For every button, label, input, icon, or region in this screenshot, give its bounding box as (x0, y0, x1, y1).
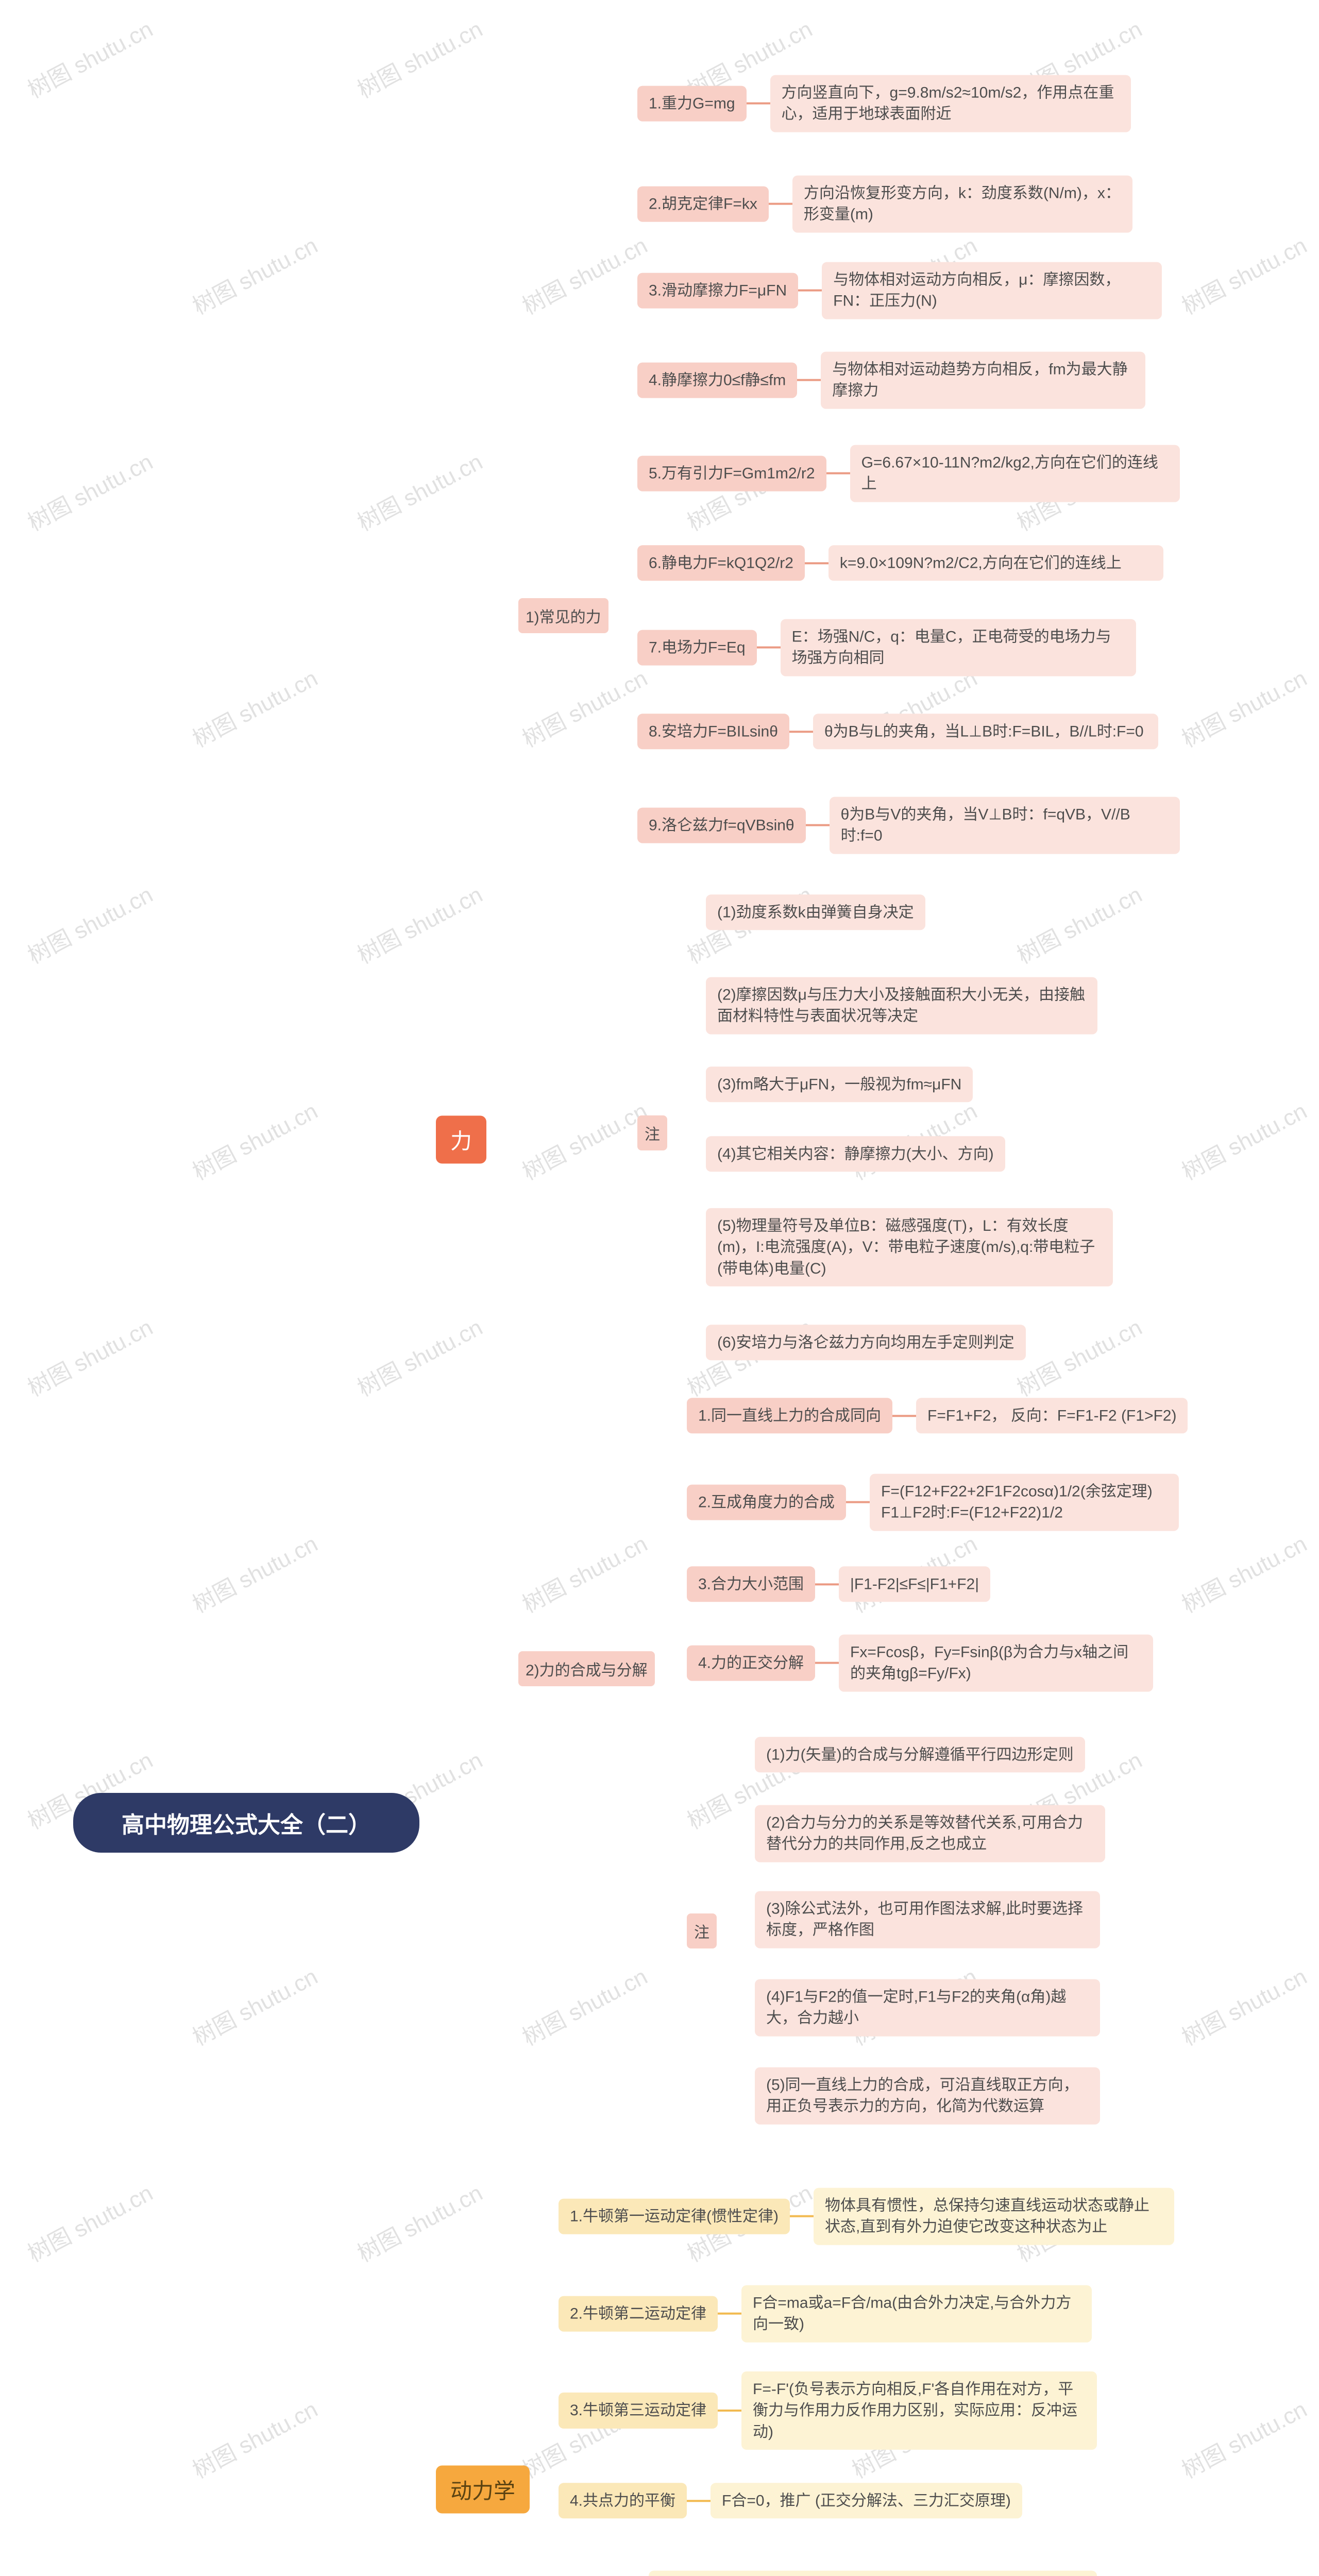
g1-row4-desc[interactable]: 与物体相对运动趋势方向相反，fm为最大静摩擦力 (821, 351, 1146, 409)
g2-row1-link (892, 1414, 917, 1417)
g1-row8-link (789, 730, 813, 733)
d-row1-label[interactable]: 1.牛顿第一运动定律(惯性定律) (559, 2198, 790, 2234)
g1-row6: 6.静电力F=kQ1Q2/r2 k=9.0×109N?m2/C2,方向在它们的连… (637, 545, 1163, 581)
d-row3-desc[interactable]: F=-F'(负号表示方向相反,F'各自作用在对方，平衡力与作用力反作用力区别，实… (741, 2371, 1097, 2450)
note1-row6: (6)安培力与洛仑兹力方向均用左手定则判定 (706, 1325, 1026, 1361)
note1-row4: (4)其它相关内容：静摩擦力(大小、方向) (706, 1136, 1005, 1172)
g2-row3-label[interactable]: 3.合力大小范围 (687, 1566, 816, 1602)
g2-row3-link (815, 1583, 839, 1585)
d-row3-label[interactable]: 3.牛顿第三运动定律 (559, 2393, 718, 2429)
d-row2-link (718, 2313, 742, 2315)
g1-row6-label[interactable]: 6.静电力F=kQ1Q2/r2 (637, 545, 805, 581)
note1-item3[interactable]: (3)fm略大于μFN，一般视为fm≈μFN (706, 1066, 973, 1103)
g2-row1: 1.同一直线上力的合成同向 F=F1+F2， 反向：F=F1-F2 (F1>F2… (687, 1398, 1188, 1434)
g1-row1-label[interactable]: 1.重力G=mg (637, 86, 747, 122)
g1-row3-desc[interactable]: 与物体相对运动方向相反，μ：摩擦因数，FN：正压力(N) (822, 262, 1162, 319)
g1-row3: 3.滑动摩擦力F=μFN 与物体相对运动方向相反，μ：摩擦因数，FN：正压力(N… (637, 262, 1162, 319)
g1-row7-desc[interactable]: E：场强N/C，q：电量C，正电荷受的电场力与场强方向相同 (780, 619, 1136, 676)
d-row2: 2.牛顿第二运动定律 F合=ma或a=F合/ma(由合外力决定,与合外力方向一致… (559, 2285, 1092, 2343)
sub-common[interactable]: 1)常见的力 (518, 598, 608, 633)
g1-row4-label[interactable]: 4.静摩擦力0≤f静≤fm (637, 362, 798, 398)
g2-row2-desc[interactable]: F=(F12+F22+2F1F2cosα)1/2(余弦定理) F1⊥F2时:F=… (870, 1473, 1179, 1531)
note2-item4[interactable]: (4)F1与F2的值一定时,F1与F2的夹角(α角)越大，合力越小 (755, 1979, 1100, 2037)
d-row2-desc[interactable]: F合=ma或a=F合/ma(由合外力决定,与合外力方向一致) (741, 2285, 1092, 2343)
note1-item2[interactable]: (2)摩擦因数μ与压力大小及接触面积大小无关，由接触面材料特性与表面状况等决定 (706, 977, 1097, 1035)
g1-row4: 4.静摩擦力0≤f静≤fm 与物体相对运动趋势方向相反，fm为最大静摩擦力 (637, 351, 1146, 409)
note1-item1[interactable]: (1)劲度系数k由弹簧自身决定 (706, 894, 925, 930)
note2-row2: (2)合力与分力的关系是等效替代关系,可用合力替代分力的共同作用,反之也成立 (755, 1805, 1105, 1862)
g2-row2-link (846, 1501, 870, 1503)
branch-dyn[interactable]: 动力学 (436, 2465, 530, 2514)
note1-item4[interactable]: (4)其它相关内容：静摩擦力(大小、方向) (706, 1136, 1005, 1172)
g1-row2-link (768, 203, 792, 205)
g1-row6-desc[interactable]: k=9.0×109N?m2/C2,方向在它们的连线上 (828, 545, 1163, 581)
d-row5: 5.超重 FN>G，失重：FN<g p="" {加速度方向向下，均失重，加速度方… (559, 2570, 1097, 2576)
g1-row9-link (805, 824, 830, 826)
branch-li[interactable]: 力 (436, 1115, 487, 1164)
g2-row4-link (815, 1662, 839, 1664)
d-row2-label[interactable]: 2.牛顿第二运动定律 (559, 2296, 718, 2332)
g2-row2: 2.互成角度力的合成 F=(F12+F22+2F1F2cosα)1/2(余弦定理… (687, 1473, 1179, 1531)
note1-item6[interactable]: (6)安培力与洛仑兹力方向均用左手定则判定 (706, 1325, 1026, 1361)
note2-row5: (5)同一直线上力的合成，可沿直线取正方向，用正负号表示力的方向，化简为代数运算 (755, 2067, 1100, 2125)
d-row5-desc[interactable]: FN>G，失重：FN<g p="" {加速度方向向下，均失重，加速度方向向上，均… (649, 2570, 1097, 2576)
note1[interactable]: 注 (637, 1115, 667, 1150)
g2-row3-desc[interactable]: |F1-F2|≤F≤|F1+F2| (839, 1566, 991, 1602)
g1-row7: 7.电场力F=Eq E：场强N/C，q：电量C，正电荷受的电场力与场强方向相同 (637, 619, 1136, 676)
g1-row7-label[interactable]: 7.电场力F=Eq (637, 630, 757, 666)
d-row1-link (790, 2215, 814, 2217)
g1-row8: 8.安培力F=BILsinθ θ为B与L的夹角，当L⊥B时:F=BIL，B//L… (637, 714, 1158, 750)
sub-compose[interactable]: 2)力的合成与分解 (518, 1651, 655, 1686)
g1-row5-label[interactable]: 5.万有引力F=Gm1m2/r2 (637, 455, 826, 492)
note1-row5: (5)物理量符号及单位B：磁感强度(T)，L：有效长度(m)，I:电流强度(A)… (706, 1208, 1113, 1287)
g1-row2: 2.胡克定律F=kx 方向沿恢复形变方向，k：劲度系数(N/m)，x：形变量(m… (637, 175, 1132, 233)
note2-item5[interactable]: (5)同一直线上力的合成，可沿直线取正方向，用正负号表示力的方向，化简为代数运算 (755, 2067, 1100, 2125)
g1-row5-link (826, 472, 850, 474)
d-row4-label[interactable]: 4.共点力的平衡 (559, 2483, 687, 2519)
g1-row2-desc[interactable]: 方向沿恢复形变方向，k：劲度系数(N/m)，x：形变量(m) (792, 175, 1132, 233)
g1-row1-desc[interactable]: 方向竖直向下，g=9.8m/s2≈10m/s2，作用点在重心，适用于地球表面附近 (770, 75, 1131, 132)
note2-row1: (1)力(矢量)的合成与分解遵循平行四边形定则 (755, 1737, 1085, 1773)
g2-row4: 4.力的正交分解 Fx=Fcosβ，Fy=Fsinβ(β为合力与x轴之间的夹角t… (687, 1634, 1154, 1692)
g1-row2-label[interactable]: 2.胡克定律F=kx (637, 186, 769, 222)
g1-row6-link (804, 562, 828, 564)
g2-row3: 3.合力大小范围 |F1-F2|≤F≤|F1+F2| (687, 1566, 991, 1602)
note1-row1: (1)劲度系数k由弹簧自身决定 (706, 894, 925, 930)
note2-item3[interactable]: (3)除公式法外，也可用作图法求解,此时要选择标度，严格作图 (755, 1891, 1100, 1948)
g1-row5-desc[interactable]: G=6.67×10-11N?m2/kg2,方向在它们的连线上 (850, 445, 1180, 502)
note1-row2: (2)摩擦因数μ与压力大小及接触面积大小无关，由接触面材料特性与表面状况等决定 (706, 977, 1097, 1035)
d-row4-link (687, 2499, 711, 2502)
note1-item5[interactable]: (5)物理量符号及单位B：磁感强度(T)，L：有效长度(m)，I:电流强度(A)… (706, 1208, 1113, 1287)
d-row1: 1.牛顿第一运动定律(惯性定律) 物体具有惯性，总保持匀速直线运动状态或静止状态… (559, 2188, 1174, 2245)
d-row1-desc[interactable]: 物体具有惯性，总保持匀速直线运动状态或静止状态,直到有外力迫使它改变这种状态为止 (814, 2188, 1174, 2245)
d-row3: 3.牛顿第三运动定律 F=-F'(负号表示方向相反,F'各自作用在对方，平衡力与… (559, 2371, 1097, 2450)
g1-row3-link (798, 290, 822, 292)
g1-row9-label[interactable]: 9.洛仑兹力f=qVBsinθ (637, 807, 806, 843)
d-row4-desc[interactable]: F合=0，推广 (正交分解法、三力汇交原理) (711, 2483, 1022, 2519)
g1-row1-link (746, 103, 770, 105)
g1-row1: 1.重力G=mg 方向竖直向下，g=9.8m/s2≈10m/s2，作用点在重心，… (637, 75, 1131, 132)
note2-item2[interactable]: (2)合力与分力的关系是等效替代关系,可用合力替代分力的共同作用,反之也成立 (755, 1805, 1105, 1862)
note2-row4: (4)F1与F2的值一定时,F1与F2的夹角(α角)越大，合力越小 (755, 1979, 1100, 2037)
g1-row8-desc[interactable]: θ为B与L的夹角，当L⊥B时:F=BIL，B//L时:F=0 (813, 714, 1158, 750)
g2-row2-label[interactable]: 2.互成角度力的合成 (687, 1484, 847, 1520)
g1-row9-desc[interactable]: θ为B与V的夹角，当V⊥B时：f=qVB，V//B时:f=0 (829, 796, 1180, 854)
note2-item1[interactable]: (1)力(矢量)的合成与分解遵循平行四边形定则 (755, 1737, 1085, 1773)
g1-row4-link (797, 379, 821, 381)
g1-row3-label[interactable]: 3.滑动摩擦力F=μFN (637, 273, 799, 309)
g1-row7-link (756, 647, 781, 649)
g1-row9: 9.洛仑兹力f=qVBsinθ θ为B与V的夹角，当V⊥B时：f=qVB，V//… (637, 796, 1180, 854)
g2-row1-label[interactable]: 1.同一直线上力的合成同向 (687, 1398, 893, 1434)
note2[interactable]: 注 (687, 1913, 717, 1948)
note1-row3: (3)fm略大于μFN，一般视为fm≈μFN (706, 1066, 973, 1103)
root-node[interactable]: 高中物理公式大全（二） (73, 1793, 419, 1853)
d-row4: 4.共点力的平衡 F合=0，推广 (正交分解法、三力汇交原理) (559, 2483, 1022, 2519)
note2-row3: (3)除公式法外，也可用作图法求解,此时要选择标度，严格作图 (755, 1891, 1100, 1948)
g1-row8-label[interactable]: 8.安培力F=BILsinθ (637, 714, 789, 750)
g1-row5: 5.万有引力F=Gm1m2/r2 G=6.67×10-11N?m2/kg2,方向… (637, 445, 1180, 502)
g2-row1-desc[interactable]: F=F1+F2， 反向：F=F1-F2 (F1>F2) (916, 1398, 1188, 1434)
d-row3-link (718, 2409, 742, 2412)
g2-row4-label[interactable]: 4.力的正交分解 (687, 1645, 816, 1681)
g2-row4-desc[interactable]: Fx=Fcosβ，Fy=Fsinβ(β为合力与x轴之间的夹角tgβ=Fy/Fx) (839, 1634, 1154, 1692)
